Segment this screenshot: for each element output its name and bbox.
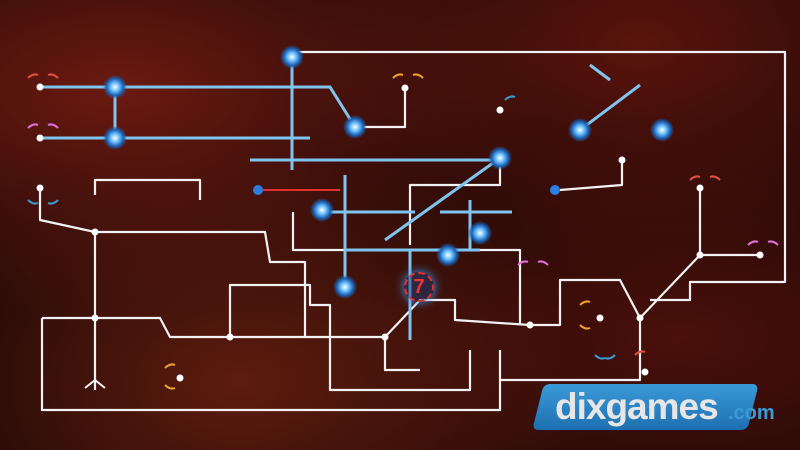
energy-orbs <box>103 45 674 299</box>
orb[interactable] <box>310 198 334 222</box>
move-counter[interactable]: 7 <box>404 272 434 302</box>
white-wires <box>38 50 787 412</box>
watermark-brand: dixgames <box>555 386 719 427</box>
orb[interactable] <box>103 75 127 99</box>
orb[interactable] <box>568 118 592 142</box>
orb[interactable] <box>436 243 460 267</box>
watermark-suffix: .com <box>728 402 775 424</box>
orb[interactable] <box>468 221 492 245</box>
orb[interactable] <box>343 115 367 139</box>
light-beams <box>40 60 641 340</box>
emitter[interactable] <box>550 185 560 195</box>
orb[interactable] <box>650 118 674 142</box>
junction-nodes[interactable] <box>36 83 764 382</box>
orb[interactable] <box>280 45 304 69</box>
orb[interactable] <box>488 146 512 170</box>
connector-glyphs <box>27 73 779 390</box>
orb[interactable] <box>333 275 357 299</box>
orb[interactable] <box>103 126 127 150</box>
emitter[interactable] <box>253 185 263 195</box>
